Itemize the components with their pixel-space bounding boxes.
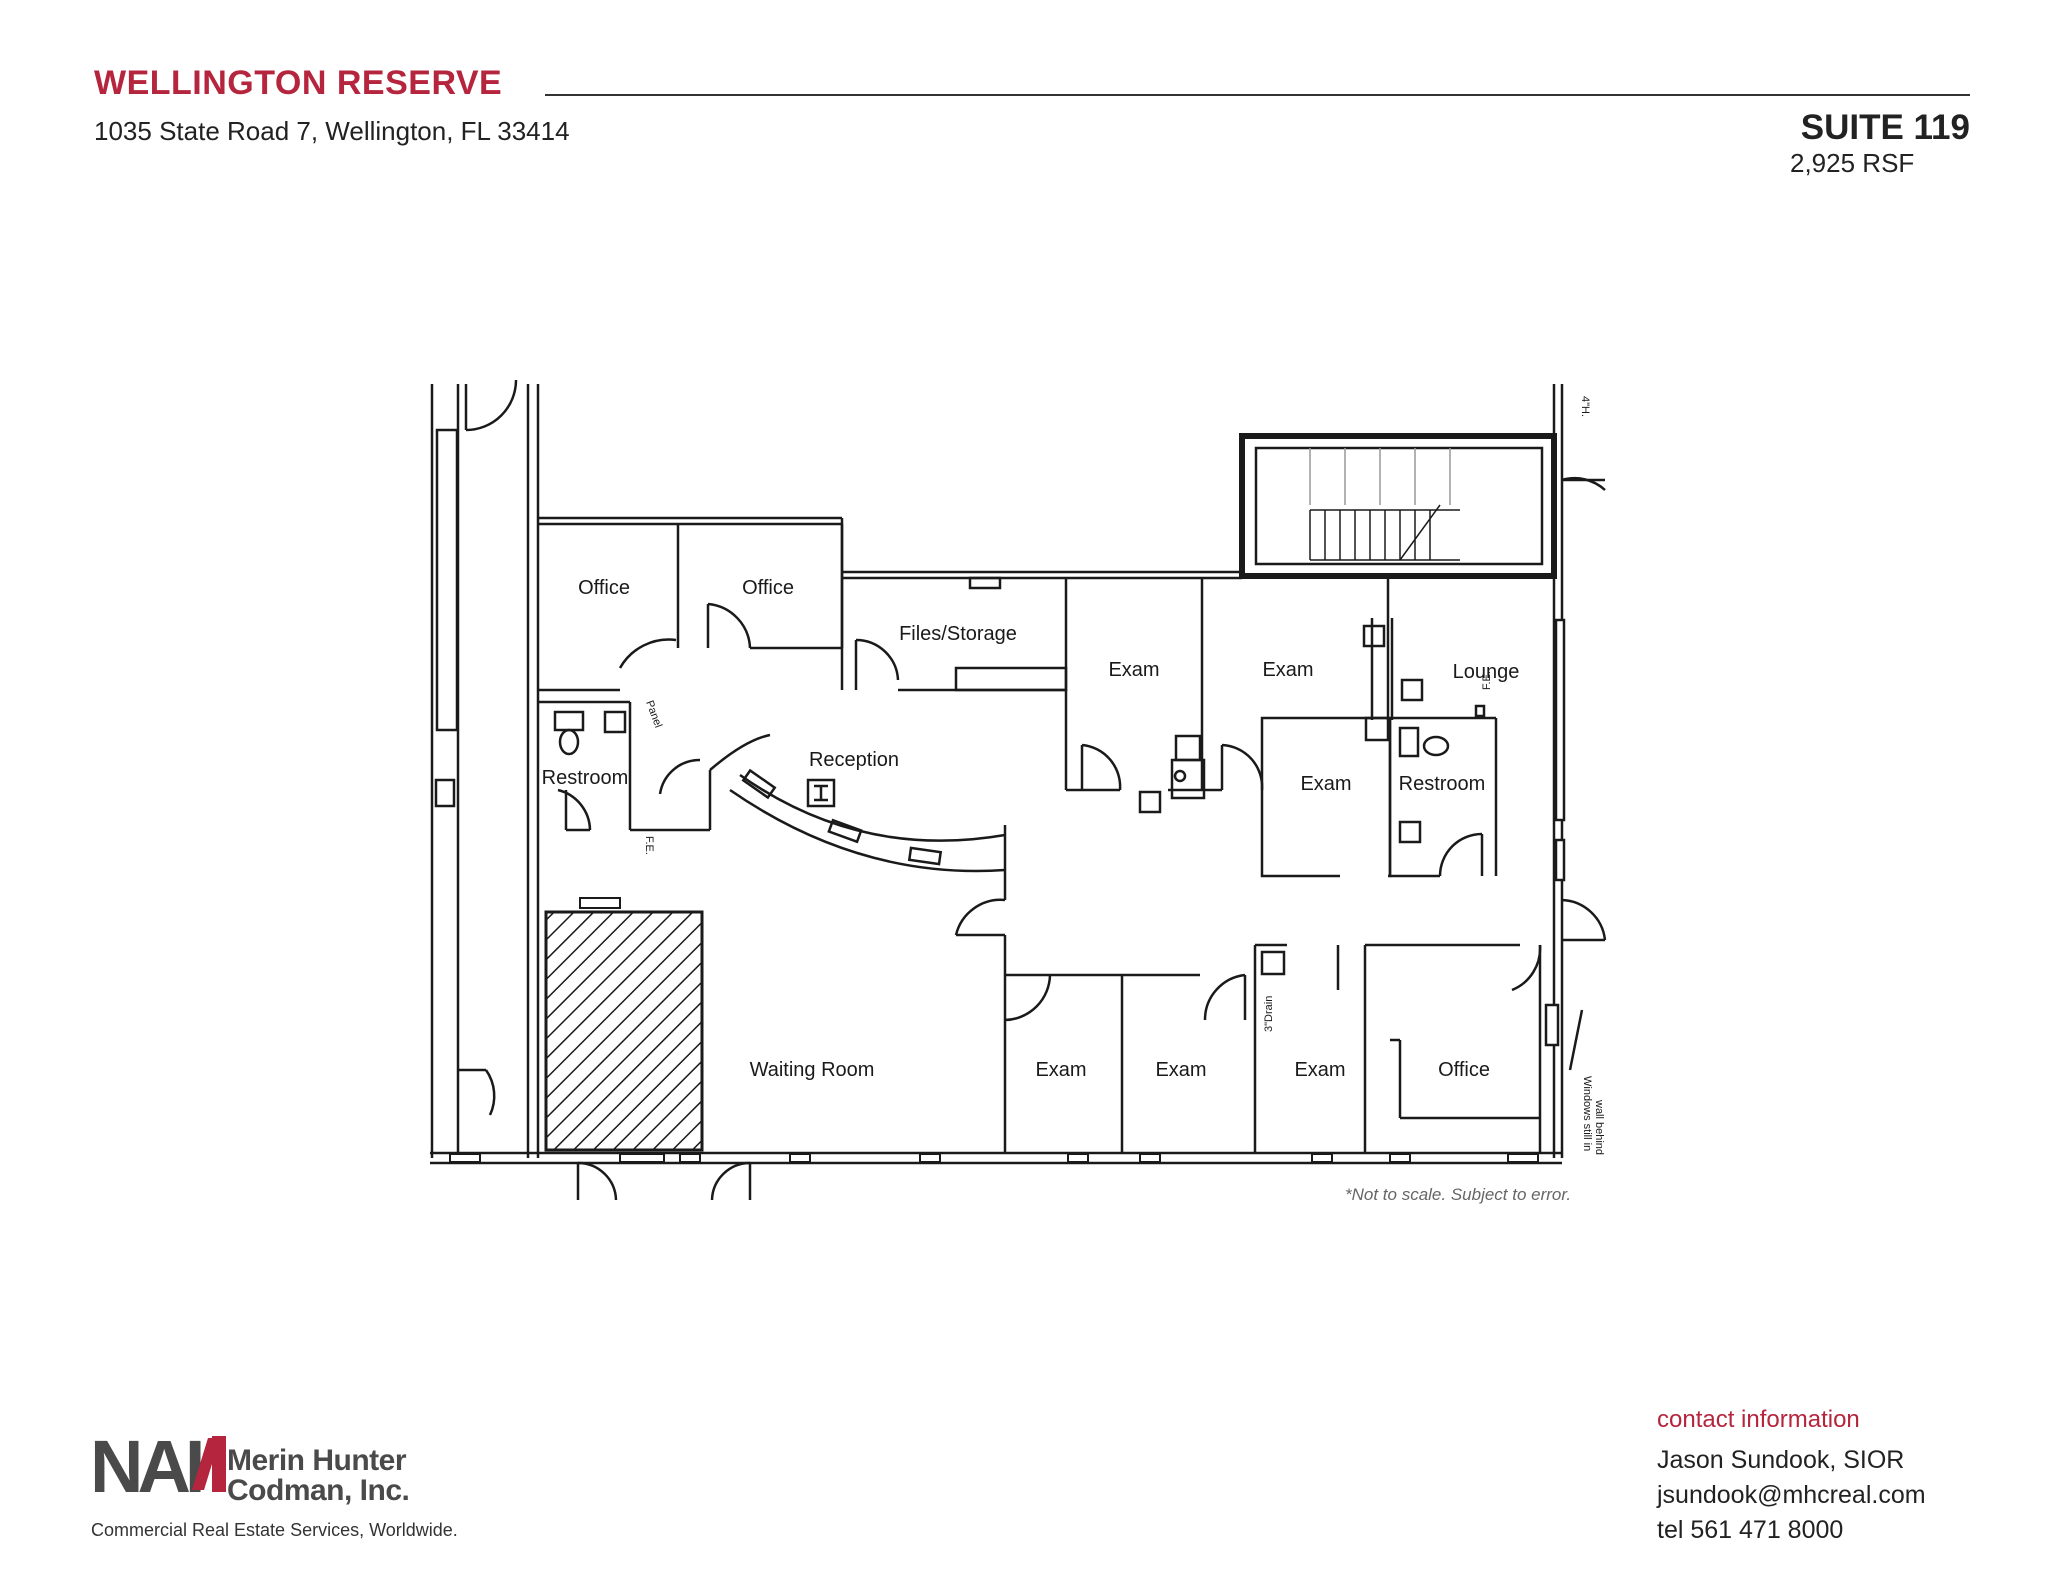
- annotation-windows-2: wall behind: [1593, 1099, 1605, 1155]
- annotation-fe-2: F.E.: [1481, 671, 1493, 690]
- room-label-restroom-1: Restroom: [542, 767, 629, 789]
- contact-phone[interactable]: tel 561 471 8000: [1657, 1516, 1844, 1544]
- annotation-rail: 4"H.: [1579, 396, 1591, 417]
- room-label-exam-2: Exam: [1262, 659, 1313, 681]
- room-label-exam-6: Exam: [1294, 1059, 1345, 1081]
- contact-email[interactable]: jsundook@mhcreal.com: [1657, 1481, 1926, 1509]
- disclaimer-note: *Not to scale. Subject to error.: [1345, 1185, 1572, 1204]
- annotation-windows-1: Windows still in: [1581, 1076, 1593, 1151]
- room-label-exam-5: Exam: [1155, 1059, 1206, 1081]
- company-name-line2: Codman, Inc.: [227, 1474, 410, 1507]
- nai-logo: NAI: [90, 1432, 226, 1502]
- room-label-exam-1: Exam: [1108, 659, 1159, 681]
- room-label-exam-4: Exam: [1035, 1059, 1086, 1081]
- room-label-waiting-room: Waiting Room: [750, 1059, 875, 1081]
- logo-wordmark: NAI: [90, 1432, 201, 1502]
- title-divider: [545, 94, 1970, 96]
- property-address: 1035 State Road 7, Wellington, FL 33414: [94, 116, 570, 146]
- room-label-exam-3: Exam: [1300, 773, 1351, 795]
- company-tagline: Commercial Real Estate Services, Worldwi…: [91, 1520, 458, 1540]
- room-label-office-2: Office: [742, 577, 794, 599]
- room-label-reception: Reception: [809, 749, 899, 771]
- room-label-office-3: Office: [1438, 1059, 1490, 1081]
- property-title: WELLINGTON RESERVE: [94, 64, 503, 102]
- suite-area: 2,925 RSF: [1790, 148, 1915, 178]
- company-name-line1: Merin Hunter: [227, 1444, 407, 1477]
- annotation-drain: 3"Drain: [1263, 996, 1275, 1032]
- room-label-lounge: Lounge: [1453, 661, 1520, 683]
- annotation-panel: Panel: [643, 699, 664, 730]
- room-label-restroom-2: Restroom: [1399, 773, 1486, 795]
- room-label-files-storage: Files/Storage: [899, 623, 1017, 645]
- contact-heading: contact information: [1657, 1406, 1860, 1433]
- contact-name: Jason Sundook, SIOR: [1657, 1446, 1905, 1474]
- room-label-office-1: Office: [578, 577, 630, 599]
- annotation-fe-1: F.E.: [643, 836, 655, 855]
- suite-number: SUITE 119: [1800, 108, 1970, 147]
